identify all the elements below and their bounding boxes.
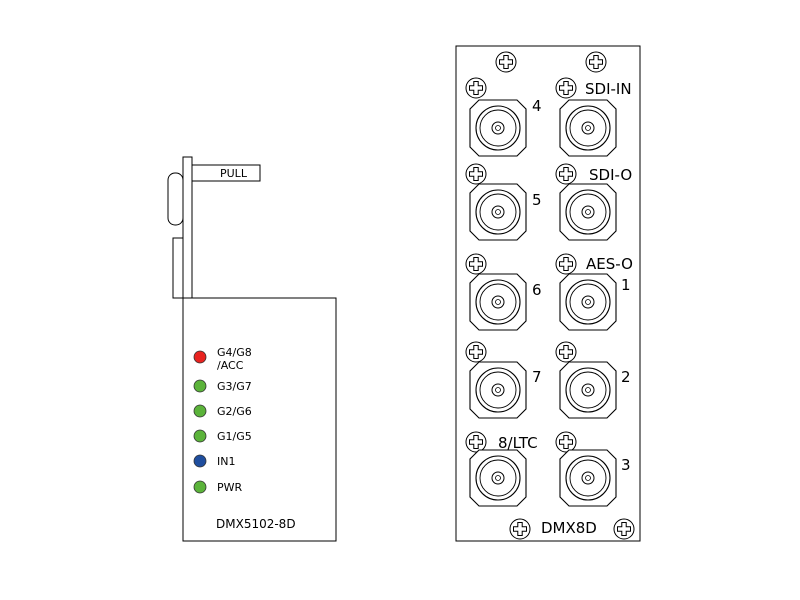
- bnc-connector-grid: [469, 99, 617, 507]
- screw-icon: [465, 341, 487, 363]
- screw-icon: [613, 518, 635, 540]
- led-indicator: [193, 429, 207, 443]
- screw-icon: [465, 253, 487, 275]
- connector-label-6: 6: [532, 281, 542, 299]
- rear-panel-model: DMX8D: [541, 519, 597, 537]
- led-label: G2/G6: [217, 405, 252, 418]
- connector-label-4: 4: [532, 97, 542, 115]
- section-label-aes-o: AES-O: [586, 255, 633, 273]
- bnc-connector[interactable]: [559, 273, 617, 331]
- screw-icon: [555, 253, 577, 275]
- led-row: G4/G8/ACC: [193, 346, 252, 372]
- bnc-connector[interactable]: [469, 273, 527, 331]
- led-row: IN1: [193, 454, 235, 468]
- screw-icon: [585, 51, 607, 73]
- pull-label: PULL: [220, 167, 248, 180]
- card-handle-plate: [182, 156, 193, 300]
- led-indicator: [193, 404, 207, 418]
- connector-label-8-ltc: 8/LTC: [498, 434, 538, 452]
- screw-icon: [555, 163, 577, 185]
- connector-label-7: 7: [532, 368, 542, 386]
- led-indicator: [193, 350, 207, 364]
- led-label: PWR: [217, 481, 243, 494]
- screw-icon: [509, 518, 531, 540]
- led-row: G3/G7: [193, 379, 252, 393]
- front-card-model: DMX5102-8D: [216, 517, 296, 531]
- bnc-connector[interactable]: [469, 183, 527, 241]
- led-label: G4/G8: [217, 346, 252, 359]
- bnc-connector[interactable]: [559, 449, 617, 507]
- bnc-connector[interactable]: [469, 449, 527, 507]
- screw-icon: [555, 77, 577, 99]
- led-row: G2/G6: [193, 404, 252, 418]
- panel-screws: [465, 51, 635, 540]
- front-card-body: [182, 297, 337, 542]
- led-label-line2: /ACC: [217, 359, 244, 372]
- bnc-connector[interactable]: [559, 183, 617, 241]
- connector-label-sdi-in: SDI-IN: [585, 80, 632, 98]
- led-label: IN1: [217, 455, 235, 468]
- pull-tab[interactable]: [191, 164, 261, 182]
- front-card: [167, 156, 337, 542]
- screw-icon: [465, 77, 487, 99]
- led-indicator: [193, 480, 207, 494]
- led-indicator: [193, 454, 207, 468]
- screw-icon: [465, 431, 487, 453]
- bnc-connector[interactable]: [469, 361, 527, 419]
- led-label: G3/G7: [217, 380, 252, 393]
- led-row: PWR: [193, 480, 243, 494]
- bnc-connector[interactable]: [469, 99, 527, 157]
- connector-label-5: 5: [532, 191, 542, 209]
- card-guide-stub: [172, 237, 184, 299]
- screw-icon: [495, 51, 517, 73]
- led-label: G1/G5: [217, 430, 252, 443]
- connector-label-3: 3: [621, 456, 631, 474]
- screw-icon: [555, 431, 577, 453]
- connector-label-1: 1: [621, 276, 631, 294]
- connector-label-sdi-o: SDI-O: [589, 166, 632, 184]
- bnc-connector[interactable]: [559, 361, 617, 419]
- screw-icon: [555, 341, 577, 363]
- led-indicator: [193, 379, 207, 393]
- screw-icon: [465, 163, 487, 185]
- bnc-connector[interactable]: [559, 99, 617, 157]
- card-latch: [167, 172, 184, 226]
- connector-label-2: 2: [621, 368, 631, 386]
- led-row: G1/G5: [193, 429, 252, 443]
